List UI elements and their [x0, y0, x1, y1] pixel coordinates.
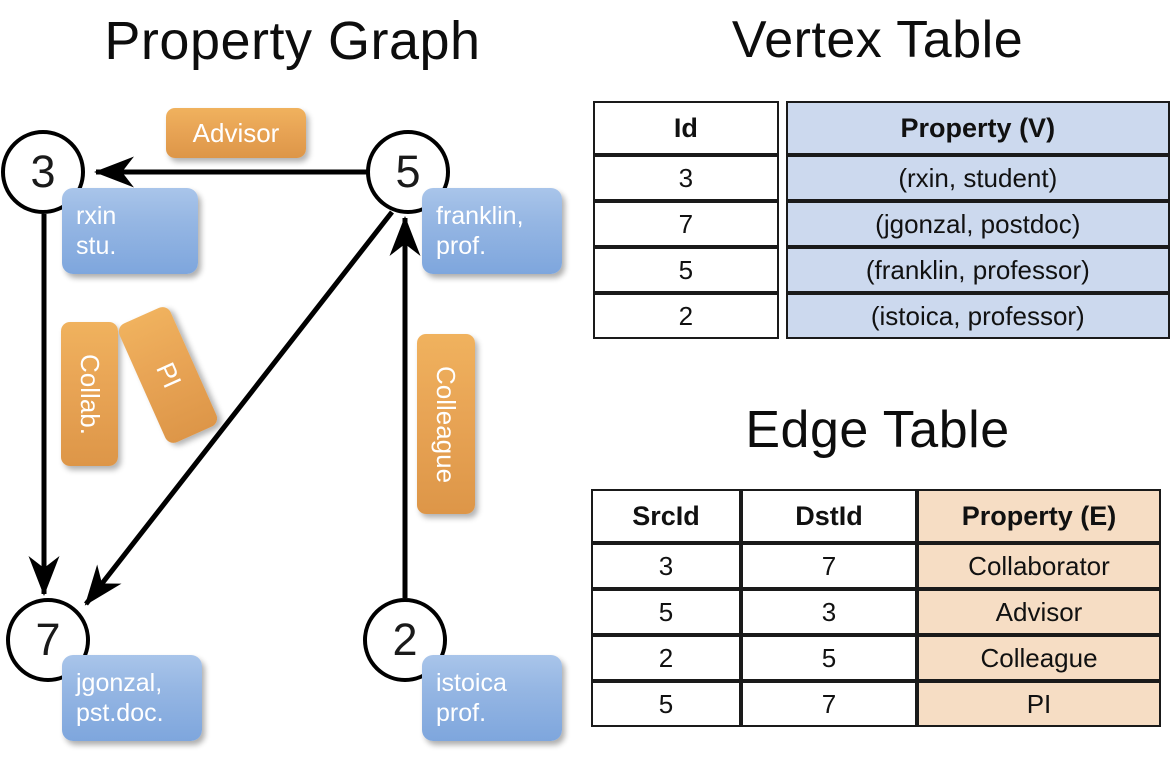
- vertex-property-line1: jgonzal,: [76, 668, 163, 697]
- vertex-id-label: 7: [35, 613, 61, 665]
- cell-dstid: 7: [741, 681, 917, 727]
- edge-line-pi: [84, 210, 394, 606]
- cell-property: (istoica, professor): [785, 293, 1170, 339]
- cell-property: (franklin, professor): [785, 247, 1170, 293]
- table-row: 2 (istoica, professor): [593, 293, 1170, 339]
- vertex-property-callout-2: istoica prof.: [422, 655, 562, 741]
- cell-property: Colleague: [917, 635, 1161, 681]
- cell-id: 3: [593, 155, 779, 201]
- cell-srcid: 5: [591, 681, 741, 727]
- vertex-property-callout-3: rxin stu.: [62, 188, 198, 274]
- column-gap: [779, 155, 786, 201]
- cell-property: Advisor: [917, 589, 1161, 635]
- vertex-property-line1: istoica: [436, 668, 507, 697]
- page-title-property-graph: Property Graph: [104, 11, 481, 71]
- cell-srcid: 5: [591, 589, 741, 635]
- edge-label-text: PI: [149, 357, 188, 393]
- graph-vertex-2[interactable]: 2: [363, 598, 447, 682]
- vertex-property-line2: pst.doc.: [76, 699, 164, 727]
- edge-label-text: Colleague: [431, 365, 462, 483]
- column-gap: [779, 247, 786, 293]
- column-header-id: Id: [593, 101, 779, 155]
- edge-label-text: Advisor: [192, 117, 280, 148]
- cell-id: 7: [593, 201, 779, 247]
- vertex-property-line1: rxin: [76, 201, 117, 230]
- cell-property: (rxin, student): [785, 155, 1170, 201]
- vertex-property-line2: stu.: [76, 232, 117, 260]
- vertex-property-line2: prof.: [436, 699, 487, 727]
- column-gap: [779, 293, 786, 339]
- table-row: 5 (franklin, professor): [593, 247, 1170, 293]
- vertex-property-line2: prof.: [436, 232, 487, 260]
- vertex-id-label: 3: [30, 145, 56, 197]
- table-row: 3 (rxin, student): [593, 155, 1170, 201]
- cell-id: 2: [593, 293, 779, 339]
- cell-dstid: 3: [741, 589, 917, 635]
- table-row: 5 7 PI: [591, 681, 1161, 727]
- edge-label-text: Collab.: [75, 353, 105, 435]
- edge-label-collab: Collab.: [61, 322, 118, 466]
- table-row: 7 (jgonzal, postdoc): [593, 201, 1170, 247]
- edge-label-advisor: Advisor: [166, 108, 306, 158]
- edge-table: SrcId DstId Property (E) 3 7 Collaborato…: [591, 489, 1161, 727]
- table-header-row: SrcId DstId Property (E): [591, 489, 1161, 543]
- graph-vertex-5[interactable]: 5: [366, 130, 450, 214]
- column-header-dstid: DstId: [741, 489, 917, 543]
- table-row: 3 7 Collaborator: [591, 543, 1161, 589]
- cell-property: Collaborator: [917, 543, 1161, 589]
- column-gap: [779, 201, 786, 247]
- vertex-property-callout-5: franklin, prof.: [422, 188, 562, 274]
- cell-property: PI: [917, 681, 1161, 727]
- property-graph-diagram: 3 5 7 2 rxin stu. franklin, prof. jgonza…: [1, 108, 562, 741]
- table-row: 2 5 Colleague: [591, 635, 1161, 681]
- cell-id: 5: [593, 247, 779, 293]
- cell-srcid: 3: [591, 543, 741, 589]
- table-header-row: Id Property (V): [593, 101, 1170, 155]
- vertex-id-label: 2: [392, 613, 418, 665]
- edge-label-colleague: Colleague: [417, 334, 475, 514]
- vertex-table: Id Property (V) 3 (rxin, student) 7 (jgo…: [593, 101, 1170, 339]
- table-row: 5 3 Advisor: [591, 589, 1161, 635]
- page-title-vertex-table: Vertex Table: [731, 11, 1024, 69]
- page-title-edge-table: Edge Table: [745, 401, 1010, 459]
- column-gap: [779, 101, 786, 155]
- cell-dstid: 7: [741, 543, 917, 589]
- column-header-srcid: SrcId: [591, 489, 741, 543]
- cell-srcid: 2: [591, 635, 741, 681]
- column-header-property-v: Property (V): [785, 101, 1170, 155]
- cell-dstid: 5: [741, 635, 917, 681]
- vertex-property-callout-7: jgonzal, pst.doc.: [62, 655, 202, 741]
- vertex-id-label: 5: [395, 145, 421, 197]
- vertex-property-line1: franklin,: [436, 201, 524, 230]
- graph-edges-svg: [28, 156, 421, 606]
- column-header-property-e: Property (E): [917, 489, 1161, 543]
- cell-property: (jgonzal, postdoc): [785, 201, 1170, 247]
